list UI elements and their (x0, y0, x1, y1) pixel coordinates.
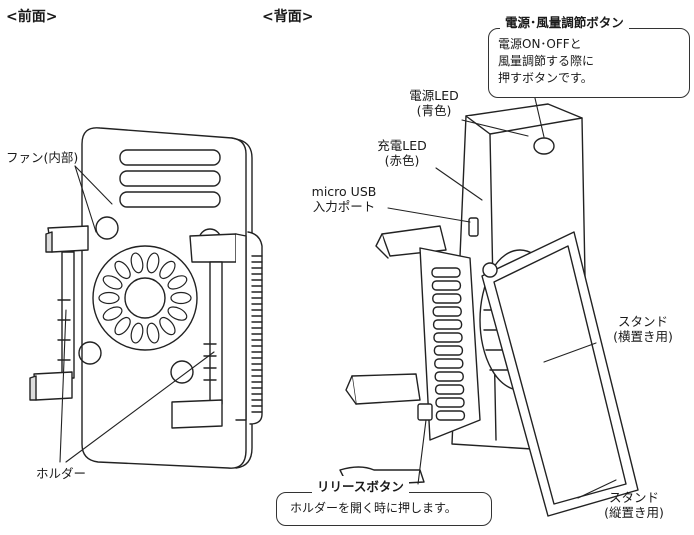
fan-label: ファン(内部) (6, 150, 79, 165)
cooling-fin (432, 293, 462, 304)
power-button-callout-title: 電源･風量調節ボタン (500, 12, 629, 31)
power-button-callout-line2: 風量調節する際に (498, 54, 595, 68)
fan-blade (130, 252, 144, 274)
fan-blade (146, 252, 160, 274)
usb-port-label-line1: micro USB (311, 184, 377, 199)
fan-blade (114, 260, 131, 280)
usb-port-label: micro USB 入力ポート (298, 184, 390, 214)
stand-horizontal-label: スタンド (横置き用) (598, 314, 688, 344)
power-button-callout-body: 電源ON･OFFと 風量調節する際に 押すボタンです。 (498, 36, 594, 87)
stand-vertical-label-line2: (縦置き用) (604, 505, 664, 520)
back-fins (431, 267, 466, 421)
cooling-fin (433, 332, 463, 343)
front-ribs (251, 255, 263, 413)
power-button-callout-line1: 電源ON･OFFと (498, 37, 582, 51)
fan-blade (102, 275, 123, 290)
fan-blade (102, 306, 123, 321)
front-holder-left (29, 225, 89, 401)
stand-horizontal-label-line1: スタンド (617, 314, 668, 329)
back-holder (339, 225, 481, 487)
power-button-callout-line3: 押すボタンです。 (498, 71, 593, 85)
stand-vertical-label: スタンド (縦置き用) (582, 490, 686, 520)
stand-vertical-label-line1: スタンド (608, 490, 659, 505)
fan-blade (167, 306, 188, 321)
fan-blade (114, 316, 131, 336)
cooling-fin (434, 371, 464, 382)
fan-blade (159, 316, 176, 336)
stand (481, 231, 639, 517)
stand-horizontal-label-line2: (横置き用) (613, 329, 673, 344)
charge-led-label: 充電LED (赤色) (370, 138, 434, 168)
front-device (78, 127, 253, 469)
cooling-fin (432, 319, 463, 330)
cooling-fin (431, 267, 461, 278)
power-button-callout (488, 28, 690, 98)
cooling-fin (431, 280, 462, 291)
power-led-label-line2: (青色) (416, 103, 452, 118)
fan-blade (170, 291, 192, 305)
cooling-fin (434, 358, 464, 369)
fan-blade (159, 260, 176, 280)
release-button-callout-body: ホルダーを開く時に押します。 (290, 501, 457, 515)
fan-blades (98, 252, 192, 344)
cooling-fin (432, 306, 462, 317)
fan-blade (146, 322, 160, 344)
usb-port-label-line2: 入力ポート (312, 199, 376, 214)
power-led-label-line1: 電源LED (409, 88, 459, 103)
back-view-header: <背面> (262, 9, 314, 25)
cooling-fin (435, 410, 466, 421)
release-button-callout (276, 492, 492, 526)
fan-blade (98, 291, 120, 305)
fan-blade (167, 275, 188, 290)
cooling-fin (433, 345, 464, 356)
charge-led-label-line1: 充電LED (377, 138, 427, 153)
front-view-header: <前面> (6, 9, 58, 25)
fan-blade (130, 322, 144, 344)
power-led-label: 電源LED (青色) (402, 88, 466, 118)
holder-label: ホルダー (36, 466, 87, 481)
charge-led-label-line2: (赤色) (384, 153, 420, 168)
cooling-fin (434, 384, 465, 395)
release-button-callout-title: リリースボタン (312, 476, 409, 495)
cooling-fin (435, 397, 465, 408)
